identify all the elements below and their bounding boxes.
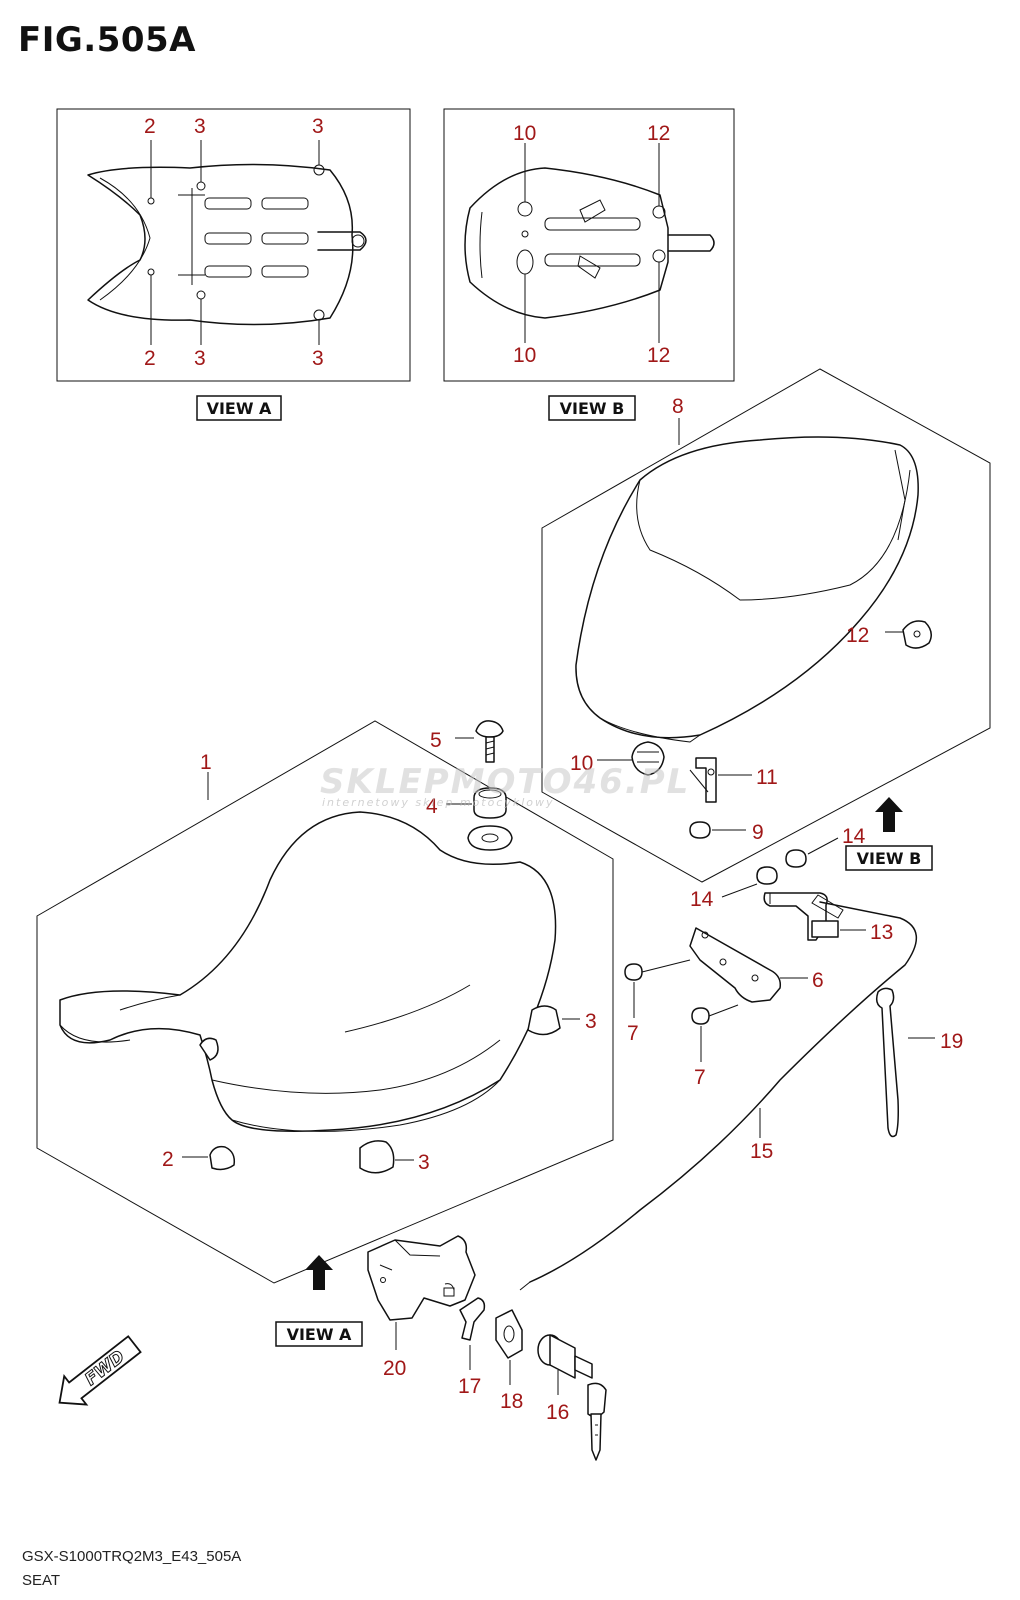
figure-title: FIG.505A [18, 20, 196, 60]
rear-seat-group-outline [541, 368, 991, 883]
callout-8: 8 [672, 395, 684, 418]
part-12-cushion-nut [902, 620, 932, 649]
part-7-bolts [624, 959, 739, 1025]
view-b-callout-label: VIEW B [857, 849, 922, 868]
callout-12: 12 [647, 122, 670, 145]
callout-3: 3 [585, 1010, 597, 1033]
callout-6: 6 [812, 969, 824, 992]
callout-12: 12 [647, 344, 670, 367]
part-3-grommet [359, 1140, 395, 1174]
view-b-arrow-icon [875, 797, 903, 832]
view-a-ribs [178, 188, 309, 285]
callout-4: 4 [426, 795, 438, 818]
callout-1: 1 [200, 751, 212, 774]
part-3-grommet [527, 1005, 561, 1036]
view-a-label-box [196, 395, 282, 421]
main-seat [59, 811, 557, 1132]
callout-14: 14 [842, 825, 866, 848]
callout-3: 3 [312, 115, 324, 138]
callout-5: 5 [430, 729, 442, 752]
view-a-label: VIEW A [207, 399, 272, 418]
view-a-arrow-icon [305, 1255, 333, 1290]
view-a-latch [317, 231, 367, 251]
part-14-nuts [756, 849, 807, 885]
callout-16: 16 [546, 1401, 569, 1424]
view-b-label-box [548, 395, 636, 421]
callout-2: 2 [144, 347, 156, 370]
callout-14: 14 [690, 888, 714, 911]
view-b-callout-box [845, 845, 933, 871]
main-seat-group: 1 3 2 3 [36, 720, 614, 1284]
view-b-panel: 10 12 10 12 [443, 108, 735, 382]
part-2-grommet [209, 1145, 236, 1171]
callout-18: 18 [500, 1390, 523, 1413]
callout-2: 2 [144, 115, 156, 138]
part-4-grommet [467, 787, 513, 851]
view-b-latch [667, 234, 715, 252]
view-b-frame [443, 108, 735, 382]
view-a-callout-box [275, 1321, 363, 1347]
part-17-clip [459, 1297, 486, 1341]
part-9-nut [689, 821, 711, 839]
callout-9: 9 [752, 821, 764, 844]
callout-17: 17 [458, 1375, 481, 1398]
part-11-bracket [689, 757, 717, 803]
callout-19: 19 [940, 1030, 963, 1053]
rear-seat-group: 8 12 10 11 [541, 368, 991, 883]
view-b-seat-underside [464, 167, 669, 319]
model-code: GSX-S1000TRQ2M3_E43_505A [22, 1548, 242, 1565]
part-18-plate [495, 1309, 523, 1359]
part-19-cable-tie [875, 987, 899, 1138]
callout-2: 2 [162, 1148, 174, 1171]
callout-15: 15 [750, 1140, 773, 1163]
callout-10: 10 [513, 122, 536, 145]
callout-3: 3 [194, 115, 206, 138]
callout-13: 13 [870, 921, 893, 944]
callout-11: 11 [756, 766, 778, 789]
callout-12: 12 [846, 624, 869, 647]
view-a-panel: 2 3 3 2 3 3 [56, 108, 411, 382]
part-10-cushion [631, 741, 665, 776]
view-b-ribs [544, 199, 641, 279]
part-20-lock-bracket [367, 1235, 476, 1321]
view-b-label: VIEW B [560, 399, 625, 418]
callout-3: 3 [194, 347, 206, 370]
part-13-latch [763, 892, 839, 941]
callout-3: 3 [312, 347, 324, 370]
view-a-frame [56, 108, 411, 382]
part-15-cable [529, 901, 918, 1283]
callout-7: 7 [694, 1066, 706, 1089]
part-16-lock-cylinder [537, 1334, 607, 1461]
view-a-seat-underside [87, 163, 354, 326]
part-6-bracket [689, 927, 782, 1003]
callout-10: 10 [570, 752, 593, 775]
section-name: SEAT [22, 1572, 61, 1589]
callout-20: 20 [383, 1357, 406, 1380]
callout-10: 10 [513, 344, 536, 367]
rear-seat [575, 436, 919, 739]
main-seat-group-outline [36, 720, 614, 1284]
part-5-bolt [475, 720, 504, 763]
callout-3: 3 [418, 1151, 430, 1174]
callout-7: 7 [627, 1022, 639, 1045]
fwd-arrow-icon: FWD [58, 1335, 142, 1406]
view-a-callout-label: VIEW A [287, 1325, 352, 1344]
